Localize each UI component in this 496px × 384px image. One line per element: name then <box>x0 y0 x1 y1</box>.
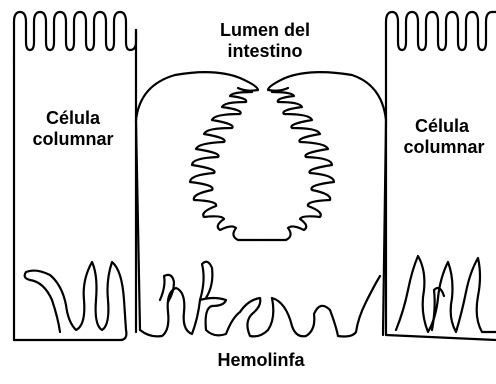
hemolymph-label: Hemolinfa <box>196 350 326 371</box>
goblet-basal-process-1 <box>200 262 212 300</box>
basal-folds-right-cell <box>386 256 496 340</box>
lumen-label-line2: intestino <box>200 41 330 62</box>
goblet-basal-process-2 <box>160 275 174 302</box>
lumen-label: Lumen del intestino <box>200 20 330 62</box>
left-cell-microvilli <box>14 12 136 60</box>
right-cell-label-line1: Célula <box>388 116 496 137</box>
left-cell-label: Célula columnar <box>18 108 128 150</box>
goblet-cavity-folds-right <box>262 92 334 240</box>
right-cell-label-line2: columnar <box>392 137 496 158</box>
right-cell-label: Célula columnar <box>388 116 496 158</box>
left-cell-label-line2: columnar <box>18 129 128 150</box>
right-cell-microvilli <box>386 12 496 50</box>
lumen-label-line1: Lumen del <box>200 20 330 41</box>
goblet-cell-outline-right <box>268 72 386 120</box>
goblet-cavity-folds-left <box>190 92 262 240</box>
basal-folds-left-cell <box>14 262 126 340</box>
basal-folds-goblet-cell <box>140 276 380 337</box>
left-cell-label-line1: Célula <box>18 108 128 129</box>
